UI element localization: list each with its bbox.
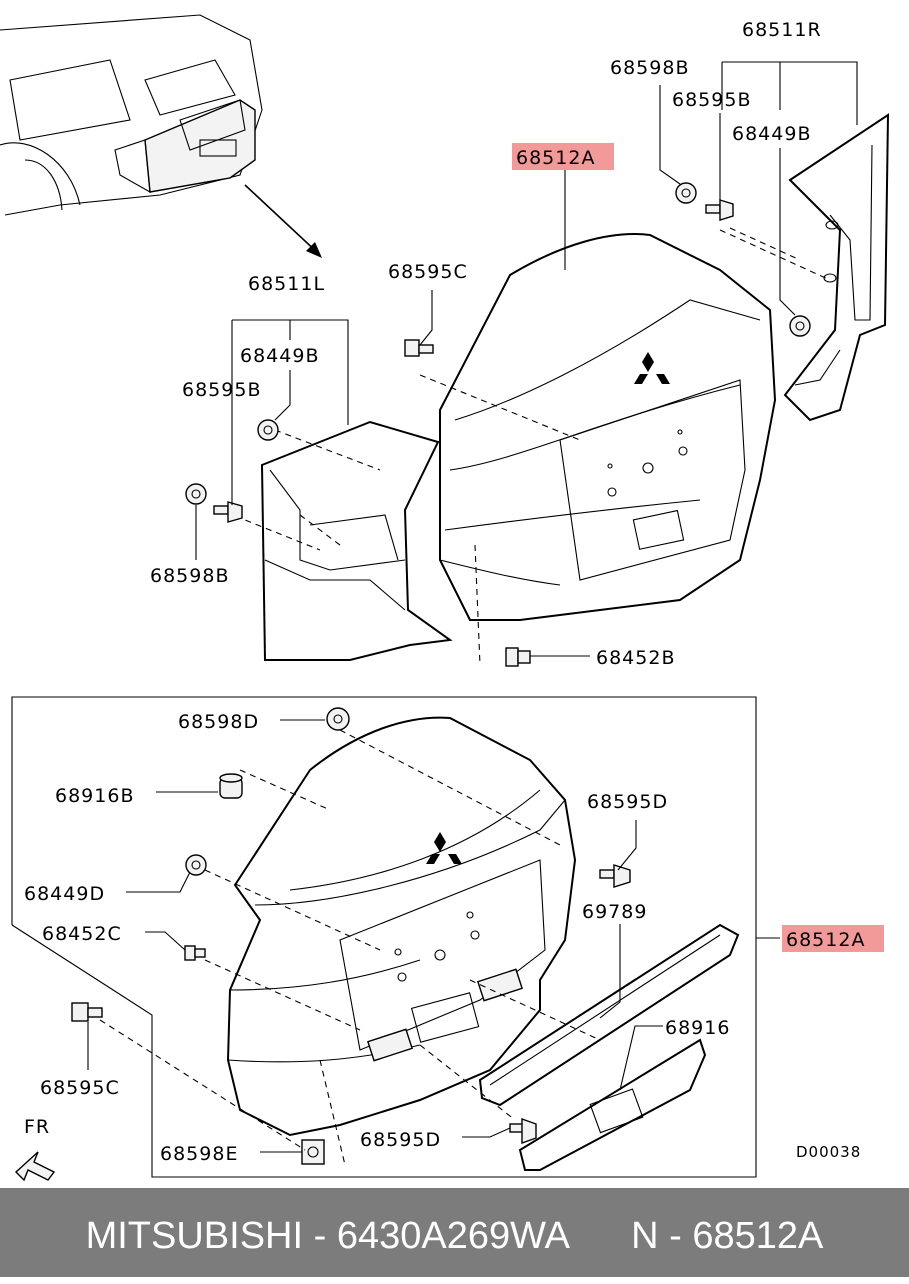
label-68449B-top: 68449B	[732, 123, 811, 145]
fastener-68598B-top	[675, 182, 697, 204]
label-68595B-left: 68595B	[182, 379, 261, 401]
label-68449D: 68449D	[24, 883, 105, 905]
label-68598E: 68598E	[160, 1143, 238, 1165]
label-68598B-left: 68598B	[150, 565, 229, 587]
label-D00038: D00038	[796, 1143, 861, 1161]
direction-arrow	[244, 184, 321, 256]
label-68449B-left: 68449B	[240, 345, 319, 367]
fastener-68598D	[326, 707, 350, 731]
label-FR: FR	[24, 1116, 50, 1138]
fastener-68598B-left	[185, 483, 207, 505]
label-69789: 69789	[582, 901, 647, 923]
leaders-top	[195, 61, 858, 657]
label-68595D-bottom: 68595D	[360, 1129, 441, 1151]
label-68916B: 68916B	[55, 785, 134, 807]
label-68598B-top: 68598B	[610, 57, 689, 79]
spare-tire-cover-top	[439, 233, 777, 621]
spare-tire-cover-bottom	[226, 716, 577, 1137]
bracket-left	[260, 420, 453, 661]
fastener-68598E	[301, 1139, 325, 1165]
label-68512A-right: 68512A	[786, 929, 865, 951]
fastener-68449B-top	[789, 315, 811, 337]
label-68598D: 68598D	[178, 711, 259, 733]
label-68512A-top: 68512A	[516, 147, 595, 169]
highlight-68512A-right	[782, 925, 884, 952]
label-68511L: 68511L	[248, 273, 325, 295]
fastener-68595D-right	[599, 864, 631, 888]
label-68511R: 68511R	[742, 19, 822, 41]
fastener-68449D	[185, 854, 207, 876]
fastener-68449B-left	[257, 419, 279, 441]
garnish-69789	[478, 923, 740, 1107]
leaders-bottom	[87, 719, 780, 1153]
footer-part-number: MITSUBISHI - 6430A269WA N - 68512A	[85, 1215, 824, 1257]
fastener-68595B-top	[705, 199, 734, 221]
footer-bar	[0, 1188, 909, 1277]
bracket-right	[783, 113, 890, 422]
fastener-68452B	[505, 647, 531, 667]
label-68595C-top: 68595C	[388, 261, 468, 283]
mitsubishi-logo-top	[634, 352, 670, 384]
fastener-68916B	[219, 773, 243, 799]
vehicle-outline	[0, 14, 263, 216]
fastener-68452C	[184, 945, 206, 961]
inset-frame	[11, 696, 757, 1178]
garnish-68916	[518, 1038, 707, 1171]
guides-bottom	[99, 729, 601, 1166]
label-68595D-right: 68595D	[587, 791, 668, 813]
label-68452B: 68452B	[596, 647, 675, 669]
label-68452C: 68452C	[42, 923, 122, 945]
label-68595C-bottom: 68595C	[40, 1077, 120, 1099]
label-68595B-top: 68595B	[672, 89, 751, 111]
front-direction-arrow	[14, 1151, 56, 1182]
label-68916: 68916	[665, 1017, 730, 1039]
mitsubishi-logo-bottom	[426, 832, 462, 864]
direction-arrowhead	[306, 242, 322, 258]
highlight-68512A-top	[512, 143, 614, 170]
fastener-68595B-left	[213, 501, 243, 523]
parts-diagram: 68511R 68598B 68595B 68449B 68512A 68595…	[0, 14, 890, 1182]
fastener-68595D-bottom	[509, 1118, 537, 1144]
fastener-68595C-top	[404, 339, 434, 357]
fastener-68595C-bottom	[71, 1002, 103, 1022]
